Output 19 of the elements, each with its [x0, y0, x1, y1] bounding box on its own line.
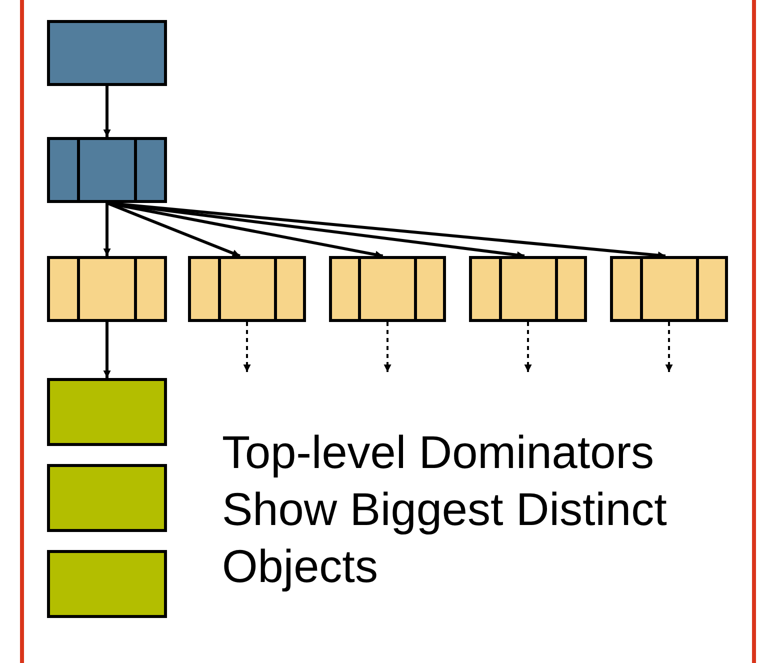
note-text: Top-level Dominators Show Biggest Distinct Objects — [222, 425, 668, 594]
arrow — [384, 322, 392, 372]
block-box — [47, 137, 167, 203]
block-box — [47, 20, 167, 86]
arrow — [524, 322, 532, 372]
arrow — [106, 202, 240, 258]
arrow — [103, 86, 111, 138]
arrow — [665, 322, 673, 372]
block-box — [329, 256, 446, 322]
arrow — [103, 203, 111, 256]
arrow — [103, 322, 111, 378]
arrow — [243, 322, 251, 372]
block-box — [610, 256, 728, 322]
block-box — [47, 464, 167, 532]
block-box — [47, 378, 167, 446]
block-box — [469, 256, 587, 322]
block-box — [47, 550, 167, 618]
block-box — [188, 256, 306, 322]
block-box — [47, 256, 167, 322]
